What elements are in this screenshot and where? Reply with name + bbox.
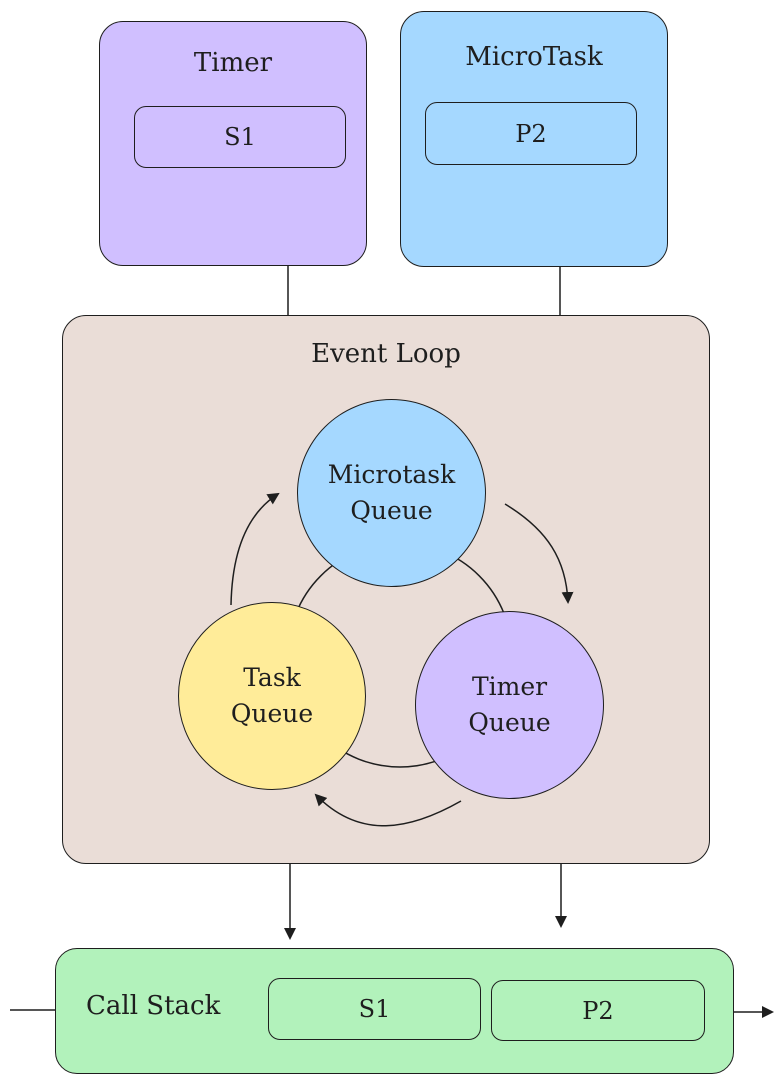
call-stack-box: Call Stack S1 P2 bbox=[55, 948, 734, 1074]
timer-item-s1: S1 bbox=[134, 106, 346, 168]
task-queue-label-line2: Queue bbox=[230, 699, 314, 728]
timer-box: Timer S1 bbox=[99, 21, 367, 266]
microtask-box: MicroTask P2 bbox=[400, 11, 668, 267]
timer-queue-label-line1: Timer bbox=[471, 672, 548, 701]
task-queue-circle: Task Queue bbox=[178, 602, 366, 790]
microtask-queue-circle: Microtask Queue bbox=[297, 399, 486, 587]
timer-queue-label-line2: Queue bbox=[468, 708, 551, 737]
timer-box-title: Timer bbox=[193, 48, 273, 78]
timer-queue-circle: Timer Queue bbox=[415, 611, 604, 799]
call-stack-item-p2: P2 bbox=[491, 980, 705, 1041]
call-stack-item-s1: S1 bbox=[268, 978, 481, 1040]
microtask-box-title: MicroTask bbox=[465, 42, 603, 72]
task-queue-label-line1: Task bbox=[243, 663, 301, 692]
event-loop-title: Event Loop bbox=[311, 339, 461, 369]
event-loop-box: Event Loop bbox=[62, 315, 710, 864]
microtask-queue-label-line1: Microtask bbox=[327, 460, 456, 489]
microtask-item-p2: P2 bbox=[425, 102, 637, 165]
call-stack-label: Call Stack bbox=[86, 991, 221, 1021]
microtask-queue-label-line2: Queue bbox=[350, 496, 433, 525]
